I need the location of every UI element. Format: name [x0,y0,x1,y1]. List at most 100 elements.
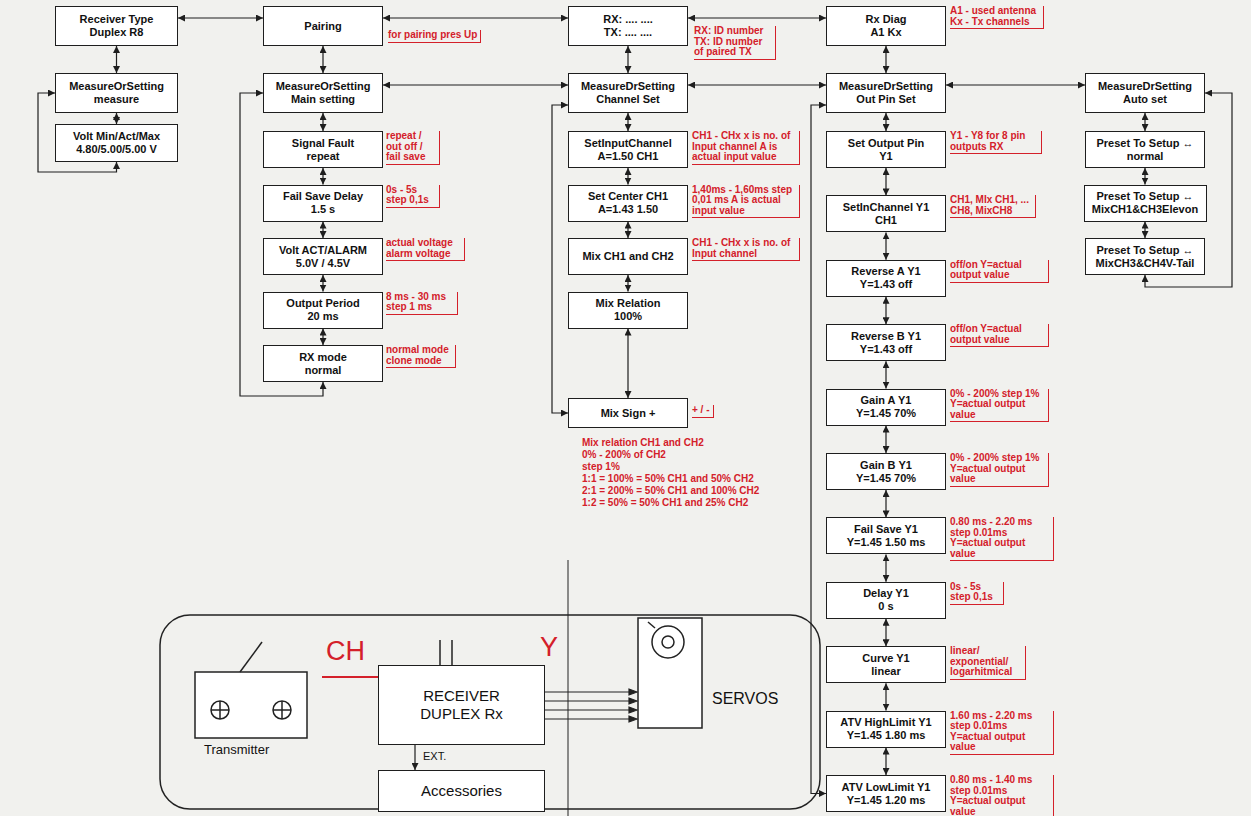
menu-value: normal [1127,150,1164,163]
menu-connector [116,46,117,73]
menu-box: Mix Relation100% [568,292,688,329]
menu-title: Volt ACT/ALARM [279,244,367,257]
menu-value: CH1 [875,214,897,227]
note-text: 0% - 200% step 1% Y=actual output value [950,453,1049,487]
menu-value: Y=1.45 1.20 ms [847,794,926,807]
menu-connector [885,554,886,581]
menu-box: MeasureOrSettingmeasure [55,73,178,113]
menu-box: MeasureOrSettingMain setting [263,73,383,113]
servo-symbol [638,618,702,728]
note-text: 1:1 = 100% = 50% CH1 and 50% CH2 [582,474,754,485]
note-text: 0% - 200% step 1% Y=actual output value [950,389,1049,423]
menu-box: Delay Y10 s [826,582,946,619]
menu-box: Set Output PinY1 [826,131,946,168]
note-text: linear/ exponential/ logarhitmical [950,646,1026,680]
menu-value: Y=1.43 off [860,343,912,356]
note-text: RX: ID number TX: ID number of paired TX [694,26,776,60]
menu-title: Rx Diag [866,13,907,26]
note-text: off/on Y=actual output value [950,260,1049,283]
menu-title: Preset To Setup ↔ [1097,244,1194,257]
note-text: 0s - 5s step 0,1s [386,185,440,208]
menu-connector [414,745,415,770]
menu-box: Signal Faultrepeat [263,131,383,168]
hardware-box: RECEIVER DUPLEX Rx [378,665,545,745]
note-text: repeat / out off / fail save [386,131,440,165]
menu-box: Receiver TypeDuplex R8 [55,6,178,46]
menu-title: Preset To Setup ↔ [1097,190,1194,203]
menu-value: MixCH1&CH3Elevon [1092,203,1198,216]
note-text: 8 ms - 30 ms step 1 ms [386,292,458,315]
menu-title: ATV LowLimit Y1 [842,781,931,794]
menu-connector [688,84,826,85]
menu-box: ATV LowLimit Y1Y=1.45 1.20 ms [826,775,946,812]
menu-connector [383,84,568,85]
menu-title: MeasureDrSetting [1098,80,1192,93]
note-text: 1.60 ms - 2.20 ms step 0.01ms Y=actual o… [950,711,1054,755]
menu-connector [322,113,323,131]
menu-title: MeasureOrSetting [276,80,371,93]
menu-connector [885,168,886,195]
menu-value: A1 Kx [870,26,901,39]
menu-connector [885,683,886,710]
note-text: 0.80 ms - 1.40 ms step 0.01ms Y=actual o… [950,775,1054,816]
menu-box: Rx DiagA1 Kx [826,6,946,46]
menu-title: Reverse A Y1 [851,265,920,278]
menu-connector [627,222,628,239]
menu-title: Set Output Pin [848,137,924,150]
menu-value: repeat [306,150,339,163]
note-text: actual voltage alarm voltage [386,238,465,261]
menu-box: Fail Save Y1Y=1.45 1.50 ms [826,517,946,554]
menu-title: Pairing [304,20,341,33]
menu-value: MixCH3&CH4V-Tail [1096,257,1195,270]
menu-value: TX: .... .... [604,26,652,39]
note-text: CH1, MIx CH1, ... CH8, MixCH8 [950,195,1036,218]
note-text: 1,40ms - 1,60ms step 0,01 ms A is actual… [692,185,800,219]
menu-connector [627,46,628,73]
menu-title: Receiver Type [80,13,154,26]
note-text: off/on Y=actual output value [950,324,1049,347]
menu-connector [322,46,323,73]
menu-box: Gain B Y1Y=1.45 70% [826,453,946,490]
menu-connector [178,17,263,18]
menu-connector [627,329,628,399]
menu-title: Output Period [286,297,359,310]
menu-title: Signal Fault [292,137,354,150]
note-text: 0s - 5s step 0,1s [950,582,1004,605]
servo-output-arrows [545,689,637,722]
menu-value: 20 ms [307,310,338,323]
menu-value: 1.5 s [311,203,335,216]
note-text: 0% - 200% of CH2 [582,450,666,461]
menu-box: MeasureDrSettingAuto set [1085,73,1205,113]
menu-title: Gain B Y1 [860,459,912,472]
menu-connector [1144,168,1145,185]
menu-connector [885,619,886,646]
menu-box: MeasureDrSettingChannel Set [568,73,688,113]
menu-connector [322,222,323,239]
menu-box: Volt ACT/ALARM5.0V / 4.5V [263,238,383,275]
note-text: + / - [692,405,714,418]
menu-title: Gain A Y1 [861,394,912,407]
menu-connector [885,748,886,775]
hardware-box: Accessories [378,770,545,812]
menu-value: Y1 [879,150,892,163]
menu-box: Volt Min/Act/Max4.80/5.00/5.00 V [55,124,178,162]
menu-connector [322,168,323,185]
menu-connector [885,426,886,453]
connector-label: EXT. [421,750,448,763]
menu-title: RECEIVER DUPLEX Rx [392,687,532,723]
menu-connector [885,232,886,259]
menu-value: A=1.50 CH1 [598,150,659,163]
menu-value: normal [305,364,342,377]
menu-title: Accessories [421,782,502,800]
menu-value: A=1.43 1.50 [598,203,658,216]
note-text: 1:2 = 50% = 50% CH1 and 25% CH2 [582,498,748,509]
menu-value: Y=1.43 off [860,278,912,291]
menu-connector [688,17,826,18]
menu-box: Reverse A Y1Y=1.43 off [826,260,946,297]
note-text: normal mode clone mode [386,345,456,368]
menu-box: SetInputChannelA=1.50 CH1 [568,131,688,168]
menu-connector [1144,113,1145,131]
menu-box: Preset To Setup ↔normal [1085,131,1205,168]
menu-title: Mix CH1 and CH2 [582,250,673,263]
